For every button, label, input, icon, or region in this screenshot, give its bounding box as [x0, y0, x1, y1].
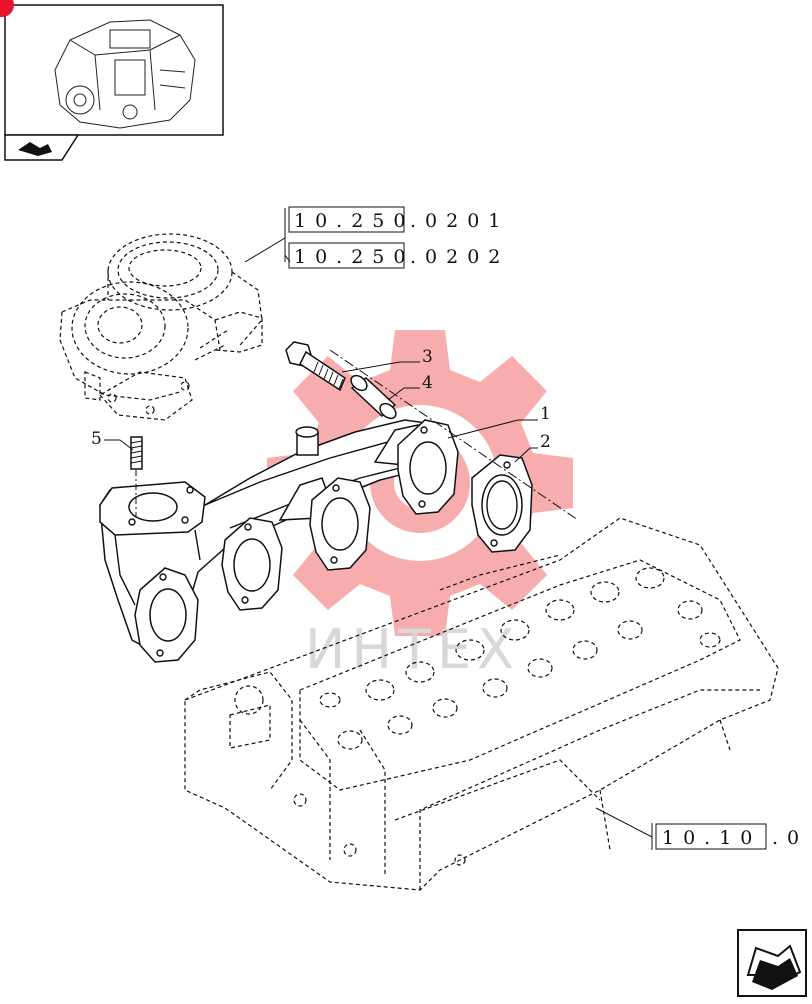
leader-head — [595, 807, 653, 838]
reference-2-code: 10.250 — [294, 246, 414, 268]
reference-1-code: 10.250 — [294, 210, 414, 232]
stud[interactable] — [130, 436, 143, 520]
reference-1-suffix: .0201 — [410, 210, 509, 232]
reference-label-1[interactable]: 10.250 .0201 — [284, 206, 509, 262]
arrow-right-icon — [18, 142, 52, 156]
reference-label-2[interactable]: 10.250 .0202 — [284, 242, 509, 269]
cylinder-head — [184, 517, 779, 891]
callout-2-label: 2 — [540, 432, 551, 452]
callout-1-label: 1 — [540, 404, 551, 424]
callout-1[interactable]: 1 — [447, 404, 551, 439]
reference-label-3[interactable]: 10.10 .0 — [651, 823, 808, 850]
assembly-centerline — [329, 349, 579, 521]
next-page-arrow-icon — [746, 944, 802, 990]
callout-3[interactable]: 3 — [341, 347, 433, 373]
nav-tab[interactable] — [4, 134, 80, 161]
reference-3-code: 10.10 — [662, 827, 761, 849]
bolt[interactable] — [285, 341, 346, 392]
page-badge — [0, 0, 14, 17]
callout-5[interactable]: 5 — [91, 429, 134, 451]
callout-4-label: 4 — [422, 373, 433, 393]
engine-thumbnail[interactable] — [4, 4, 224, 136]
reference-2-suffix: .0202 — [410, 246, 509, 268]
leader-turbo — [244, 237, 286, 263]
reference-3-suffix: .0 — [772, 827, 808, 849]
next-page-button[interactable] — [737, 929, 807, 997]
exhaust-gasket[interactable] — [471, 454, 533, 553]
turbocharger — [59, 233, 263, 421]
callout-3-label: 3 — [422, 347, 433, 367]
exhaust-manifold[interactable] — [99, 419, 459, 663]
watermark-text: ИНТЕХ — [305, 618, 520, 681]
callout-4[interactable]: 4 — [387, 373, 433, 401]
callout-2[interactable]: 2 — [514, 432, 551, 463]
callout-5-label: 5 — [91, 429, 102, 449]
spacer-sleeve[interactable] — [348, 373, 399, 422]
